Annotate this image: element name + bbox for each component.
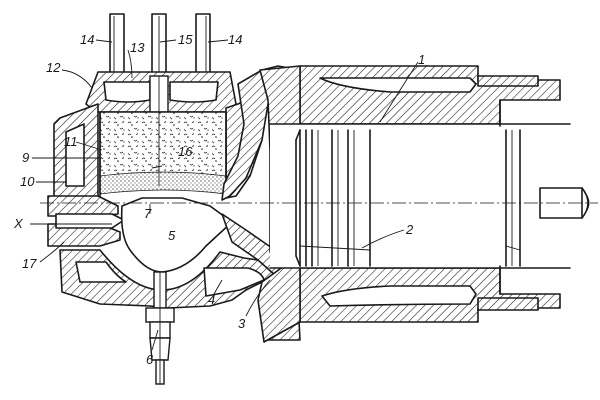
filter-chamber [99,111,227,197]
label-11: 11 [64,134,78,149]
label-15: 15 [178,32,193,47]
label-2: 2 [405,222,414,237]
label-10: 10 [20,174,35,189]
lower-plug [145,271,175,385]
label-3: 3 [238,316,246,331]
lower-body [59,197,291,309]
label-12: 12 [46,60,61,75]
reference-labels: 14 13 15 14 12 1 11 9 16 10 7 X 5 2 17 4… [13,32,425,367]
label-5: 5 [168,228,176,243]
label-1: 1 [418,52,425,67]
label-16: 16 [178,144,193,159]
inlet-nozzle [47,195,125,247]
label-13: 13 [130,40,145,55]
label-4: 4 [208,292,215,307]
cylinder-head [85,71,237,113]
leader-lines [30,39,419,351]
label-7: 7 [144,206,152,221]
label-14-right: 14 [228,32,242,47]
label-17: 17 [22,256,37,271]
label-6: 6 [146,352,154,367]
cylinder [257,65,571,343]
piston [295,129,521,267]
label-9: 9 [22,150,29,165]
label-x: X [13,216,24,231]
label-14-left: 14 [80,32,94,47]
